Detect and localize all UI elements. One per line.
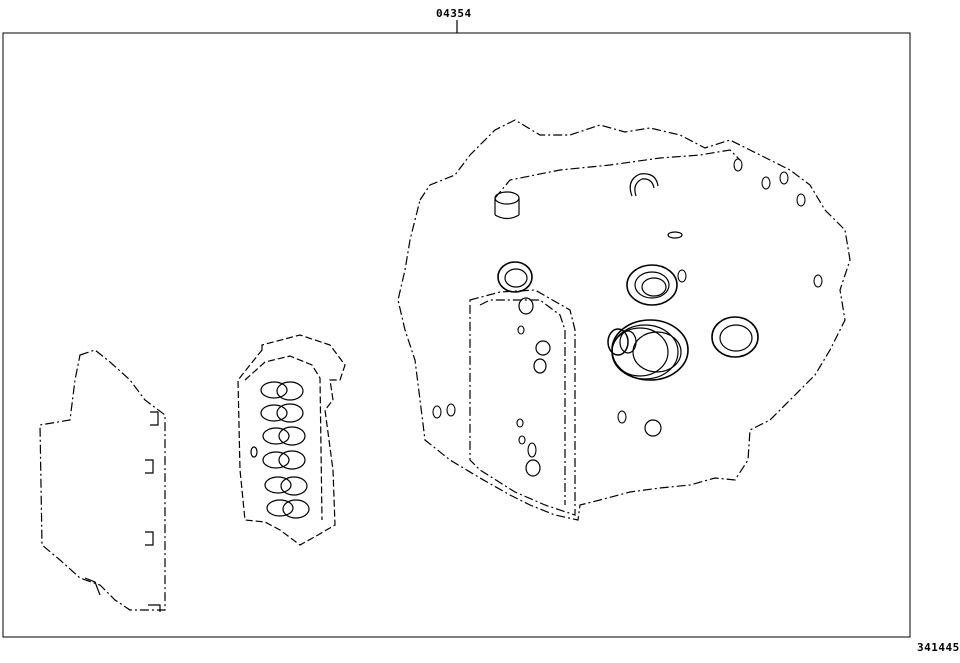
tube [494,191,520,220]
oil-seal-right [711,316,759,358]
oil-seal-main [611,319,689,381]
catalog-id: 341445 [917,641,960,654]
transmission-case-gasket [397,119,851,521]
small-o-rings [518,231,683,477]
snap-ring [629,173,659,197]
bolt-holes [432,158,823,458]
oil-pan-gasket [39,349,166,612]
part-number-callout: 04354 [436,7,472,20]
valve-body [237,334,346,546]
o-ring-pair [607,328,637,356]
oil-seal-large [626,264,678,306]
valve-bores [260,381,310,519]
oil-seal-left [497,261,533,293]
kit-frame [2,32,911,638]
